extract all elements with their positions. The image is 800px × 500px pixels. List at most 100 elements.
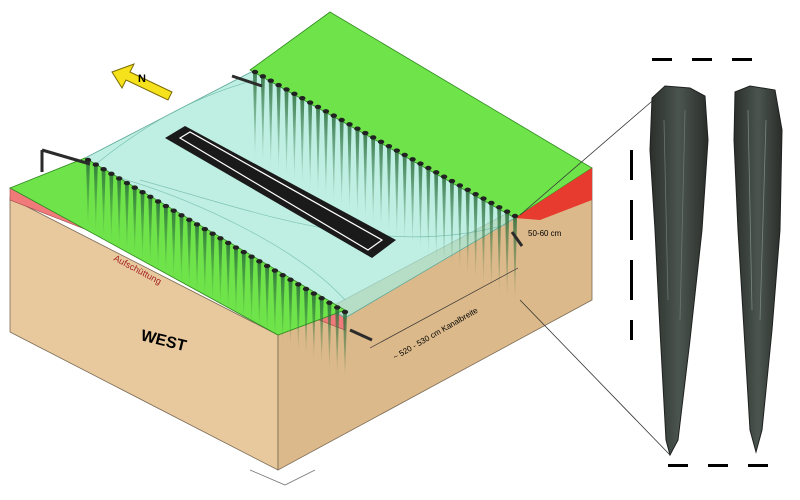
stake — [505, 211, 510, 302]
stake — [386, 146, 391, 237]
pile-head — [131, 185, 138, 190]
north-arrow: N — [111, 63, 173, 101]
pile-head — [209, 231, 216, 236]
pile-head — [456, 183, 464, 188]
stake — [410, 159, 415, 250]
leader-lines — [519, 89, 671, 456]
pile-head — [259, 74, 267, 79]
pile-head — [472, 191, 479, 197]
pile-head — [417, 161, 424, 166]
stake — [284, 89, 289, 180]
stake — [300, 98, 305, 189]
stake — [371, 137, 376, 228]
scale-bar-bottom — [668, 464, 768, 467]
scale-bar-vertical — [630, 150, 633, 340]
pile-head — [279, 272, 286, 278]
stake — [304, 288, 309, 359]
pile-head — [346, 122, 353, 127]
stake — [260, 76, 265, 167]
pile-head — [464, 187, 471, 193]
pile-head — [108, 171, 115, 177]
pile-head — [318, 295, 325, 301]
stake — [379, 141, 384, 232]
stake — [280, 275, 285, 346]
stake — [202, 229, 207, 300]
stake — [109, 173, 114, 244]
stake — [473, 194, 478, 285]
pile-head — [488, 200, 495, 206]
stake — [418, 163, 423, 254]
stake — [489, 202, 494, 293]
pile-head — [240, 249, 247, 255]
pile-spacing-label: 50-60 cm — [528, 229, 562, 238]
pile-head — [170, 208, 177, 213]
pile-head — [295, 282, 302, 287]
stake — [343, 312, 347, 382]
stake — [327, 302, 332, 373]
pile-head — [248, 254, 255, 259]
stake — [292, 93, 297, 184]
pile-head — [314, 104, 322, 110]
pile-head — [224, 240, 232, 246]
stake — [288, 279, 293, 350]
corner-marker — [249, 469, 316, 486]
stake — [465, 189, 470, 280]
pile-head — [217, 236, 224, 241]
stake — [132, 187, 137, 258]
pile-head — [385, 143, 393, 149]
pile-head — [162, 203, 170, 209]
pile-head — [322, 109, 330, 114]
pile-head — [123, 180, 131, 186]
stake — [402, 154, 407, 245]
pile-head — [299, 95, 306, 101]
stake — [233, 247, 238, 318]
pile-head — [425, 165, 432, 171]
stake — [497, 207, 502, 298]
pile-head — [115, 176, 123, 181]
pile-head — [362, 130, 369, 136]
pile-head — [84, 157, 92, 163]
pile-head — [401, 152, 408, 158]
canal-width-dimension-line — [369, 267, 519, 349]
stake — [457, 185, 462, 276]
pile-head — [393, 148, 401, 153]
stake — [117, 178, 122, 249]
stake — [187, 219, 192, 290]
stake — [210, 233, 215, 304]
stake — [226, 242, 231, 313]
stake — [339, 120, 344, 210]
pile-head — [92, 162, 99, 167]
pile-head — [267, 78, 274, 83]
pile-head — [496, 205, 503, 210]
pile-head — [271, 268, 279, 273]
pile-head — [409, 157, 416, 162]
stake — [323, 111, 328, 202]
west-bank-stakes — [86, 160, 347, 382]
pile-head — [256, 259, 263, 264]
stake — [124, 183, 129, 254]
water-surface-lines — [94, 79, 506, 301]
pile-head — [302, 286, 310, 292]
stake — [319, 298, 324, 369]
stake — [86, 160, 90, 230]
pile-head — [354, 126, 361, 131]
boat — [165, 126, 396, 258]
pile-head — [377, 139, 385, 145]
stake — [363, 133, 368, 224]
pile-head — [503, 209, 511, 214]
pile-head — [287, 277, 294, 282]
stake — [481, 198, 486, 289]
stake — [449, 181, 454, 272]
stake — [272, 270, 277, 341]
pile-head — [338, 117, 345, 123]
east-pile-heads — [251, 69, 519, 219]
stake — [249, 256, 254, 327]
red-strip — [515, 168, 592, 220]
stake — [426, 168, 431, 258]
stake — [93, 164, 98, 235]
stake — [268, 80, 273, 171]
pile-head — [201, 226, 209, 232]
stake — [335, 307, 340, 378]
stake — [253, 72, 257, 162]
